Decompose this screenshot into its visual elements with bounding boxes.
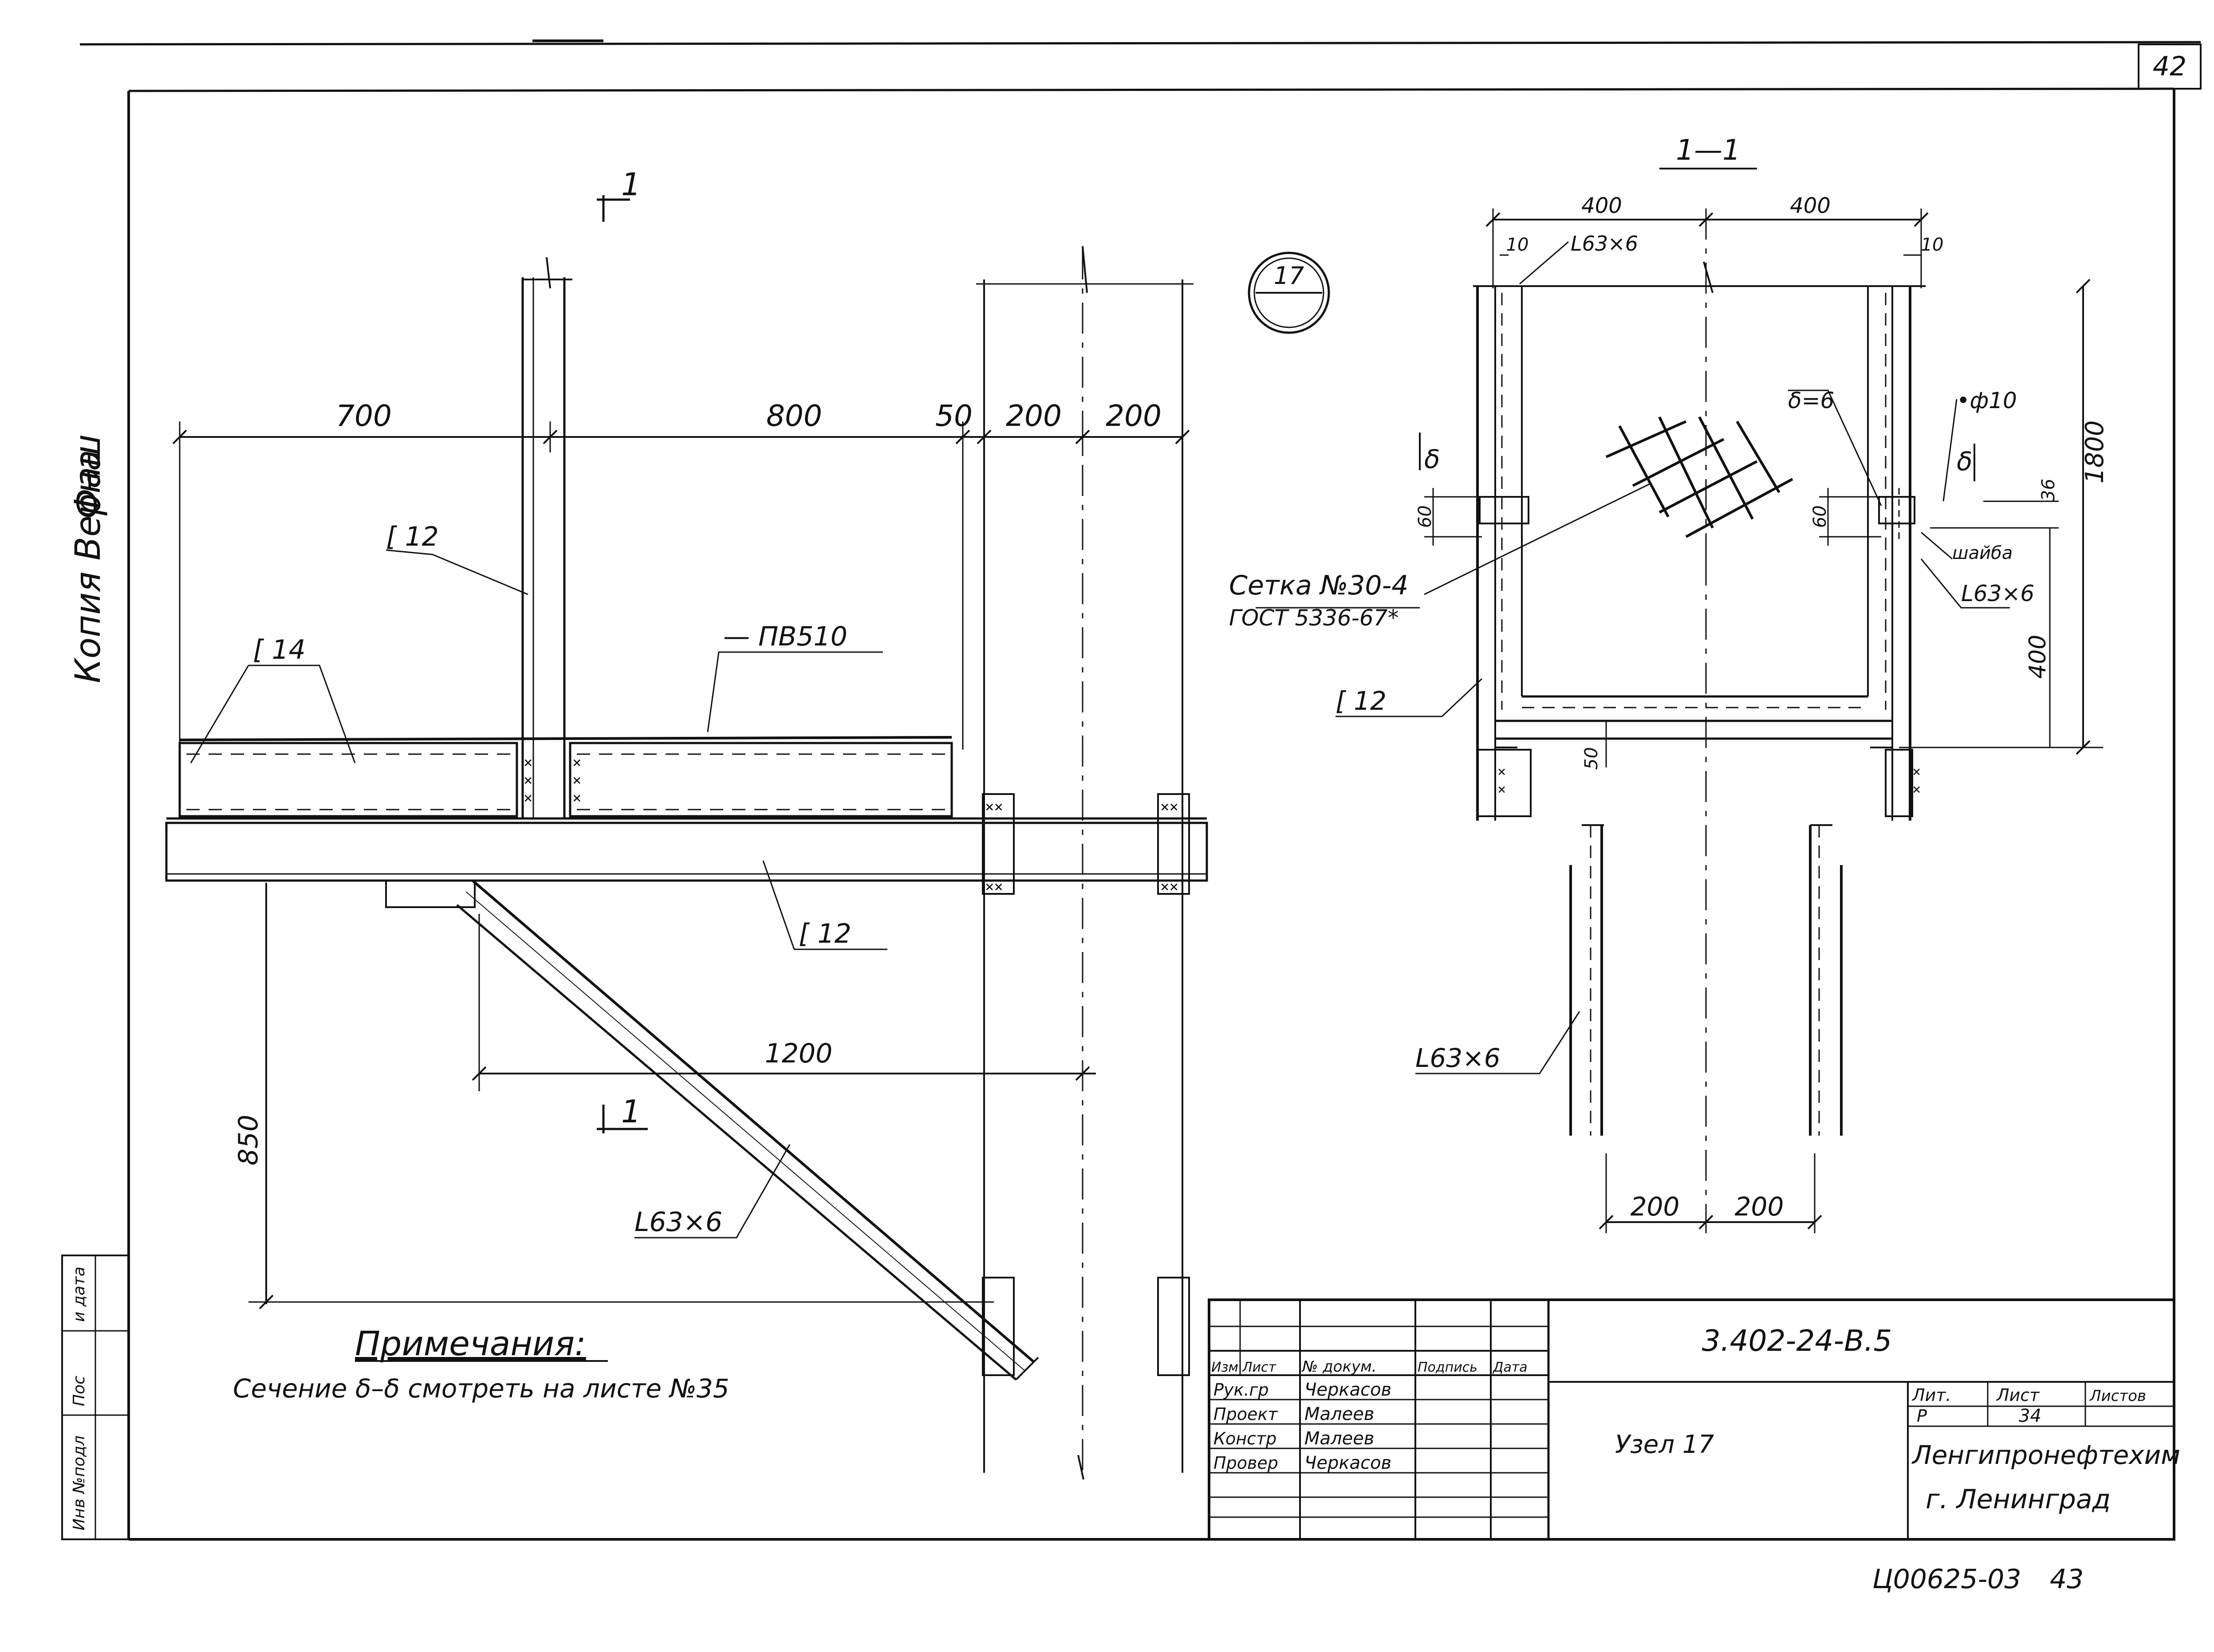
row-name-1: Черкасов — [1304, 1380, 1391, 1400]
section-1-1 — [1256, 168, 2103, 1233]
svg-text:××: ×× — [985, 798, 1003, 816]
label-l63-right: L63×6 — [1961, 581, 2034, 606]
row-role-4: Провер — [1213, 1453, 1278, 1473]
section-text: 1—1 400 400 10 10 L63×6 δ=6 •ф10 δ δ 60 … — [1229, 134, 2109, 1222]
certification-note: Копия Верна — [68, 450, 108, 683]
dim-10-left: 10 — [1506, 235, 1529, 255]
row-name-4: Черкасов — [1304, 1453, 1391, 1473]
dim-200-b: 200 — [1106, 399, 1162, 433]
node-number: 17 — [1274, 262, 1304, 290]
dim-1200: 1200 — [765, 1038, 833, 1069]
section-mark-top: 1 — [621, 166, 641, 203]
dim-400-vertical: 400 — [2025, 635, 2051, 679]
hdr-date: Дата — [1492, 1360, 1528, 1375]
page-number: 42 — [2153, 51, 2186, 82]
dim-50-section: 50 — [1581, 747, 1602, 770]
label-c12-section: [ 12 — [1335, 686, 1387, 716]
stamp-inv: Инв №подл — [70, 1436, 88, 1530]
label-l63-bottom: L63×6 — [1415, 1043, 1501, 1073]
sheet-value: 34 — [2019, 1406, 2041, 1426]
elevation-labels: 1 1 [ 12 [ 14 — ПВ510 [ 12 L63×6 — [253, 166, 851, 1238]
object-name: Узел 17 — [1615, 1430, 1714, 1459]
signature: Фаш — [67, 434, 108, 519]
stamp-pos: Пос — [70, 1376, 88, 1406]
section-title: 1—1 — [1676, 134, 1740, 167]
label-l63-top: L63×6 — [1571, 232, 1638, 256]
row-role-1: Рук.гр — [1213, 1380, 1269, 1400]
row-name-3: Малеев — [1304, 1428, 1374, 1449]
lit-value: Р — [1917, 1406, 1927, 1426]
svg-text:×: × — [524, 754, 532, 771]
hdr-sign: Подпись — [1418, 1360, 1477, 1375]
dim-200-a: 200 — [1006, 399, 1062, 433]
dim-60-left: 60 — [1415, 505, 1435, 528]
org-name: Ленгипронефтехим — [1911, 1440, 2180, 1470]
svg-text:×: × — [1497, 781, 1506, 798]
label-c14: [ 14 — [253, 634, 306, 665]
node-marker: 17 — [1248, 252, 1330, 334]
label-mesh-2: ГОСТ 5336-67* — [1229, 605, 1399, 631]
section-mark-bottom: 1 — [621, 1093, 641, 1130]
svg-text:××: ×× — [1160, 798, 1178, 816]
dim-10-right: 10 — [1921, 235, 1944, 255]
hdr-list: Лист — [1242, 1360, 1277, 1375]
doc-code: 3.402-24-В.5 — [1702, 1324, 1892, 1358]
label-mesh-1: Сетка №30-4 — [1229, 570, 1408, 601]
archive-number: Ц00625-03 — [1872, 1564, 2021, 1595]
svg-text:×: × — [572, 771, 581, 789]
org-city: г. Ленинград — [1926, 1484, 2111, 1515]
notes-title: Примечания: — [355, 1324, 586, 1363]
label-washer: шайба — [1952, 543, 2013, 563]
notes-text: Сечение δ–δ смотреть на листе №35 — [233, 1373, 729, 1404]
dim-400-left: 400 — [1581, 193, 1622, 218]
svg-text:×: × — [524, 789, 532, 807]
title-block-text: 3.402-24-В.5 Изм Лист № докум. Подпись Д… — [1211, 1324, 2180, 1515]
dim-800: 800 — [766, 399, 822, 433]
elevation-dimensions: 700 800 50 200 200 1200 850 — [233, 399, 1162, 1165]
dim-400-right: 400 — [1790, 193, 1831, 218]
svg-text:×: × — [572, 754, 581, 771]
sheet-frame — [61, 39, 2202, 1541]
row-name-2: Малеев — [1304, 1404, 1374, 1424]
hdr-doc: № докум. — [1301, 1358, 1377, 1376]
row-role-2: Проект — [1213, 1404, 1278, 1424]
svg-text:×: × — [1912, 781, 1921, 798]
svg-text:×: × — [1912, 763, 1921, 780]
dim-700: 700 — [336, 399, 392, 433]
dim-1800: 1800 — [2080, 420, 2109, 484]
elevation-weld-marks: × × × × × × ×× ×× ×× ×× — [524, 754, 1178, 896]
label-delta-a: δ — [1424, 444, 1440, 474]
svg-text:×: × — [1497, 763, 1506, 780]
label-delta6: δ=6 — [1788, 388, 1834, 413]
dim-200-right: 200 — [1735, 1192, 1784, 1222]
label-c12-beam: [ 12 — [799, 918, 851, 949]
section-weld-marks: × × × × — [1497, 763, 1921, 798]
footer-number: 43 — [2050, 1564, 2084, 1595]
svg-text:××: ×× — [985, 878, 1003, 896]
dim-200-left: 200 — [1631, 1192, 1680, 1222]
svg-text:×: × — [572, 789, 581, 807]
dim-50: 50 — [935, 399, 973, 433]
title-block — [1208, 1298, 2175, 1541]
stamp-date: и дата — [70, 1267, 88, 1322]
label-delta-b: δ — [1957, 446, 1973, 476]
dim-850: 850 — [233, 1115, 264, 1166]
notes: Примечания: Сечение δ–δ смотреть на лист… — [233, 1324, 729, 1404]
hdr-izm: Изм — [1211, 1360, 1238, 1375]
svg-text:×: × — [524, 771, 532, 789]
label-phi10: •ф10 — [1957, 388, 2017, 413]
label-c12-post: [ 12 — [386, 521, 439, 552]
svg-text:××: ×× — [1160, 878, 1178, 896]
dim-36: 36 — [2038, 479, 2059, 501]
lit-label: Лит. — [1911, 1385, 1951, 1405]
label-brace: L63×6 — [634, 1207, 722, 1238]
sheet-label: Лист — [1996, 1385, 2040, 1405]
left-stamp: Инв №подл Пос и дата — [70, 1267, 88, 1530]
dim-60-right: 60 — [1810, 505, 1830, 528]
sheets-label: Листов — [2089, 1387, 2146, 1405]
label-plate: — ПВ510 — [723, 621, 847, 652]
row-role-3: Констр — [1213, 1429, 1276, 1448]
elevation-view — [165, 195, 1208, 1480]
